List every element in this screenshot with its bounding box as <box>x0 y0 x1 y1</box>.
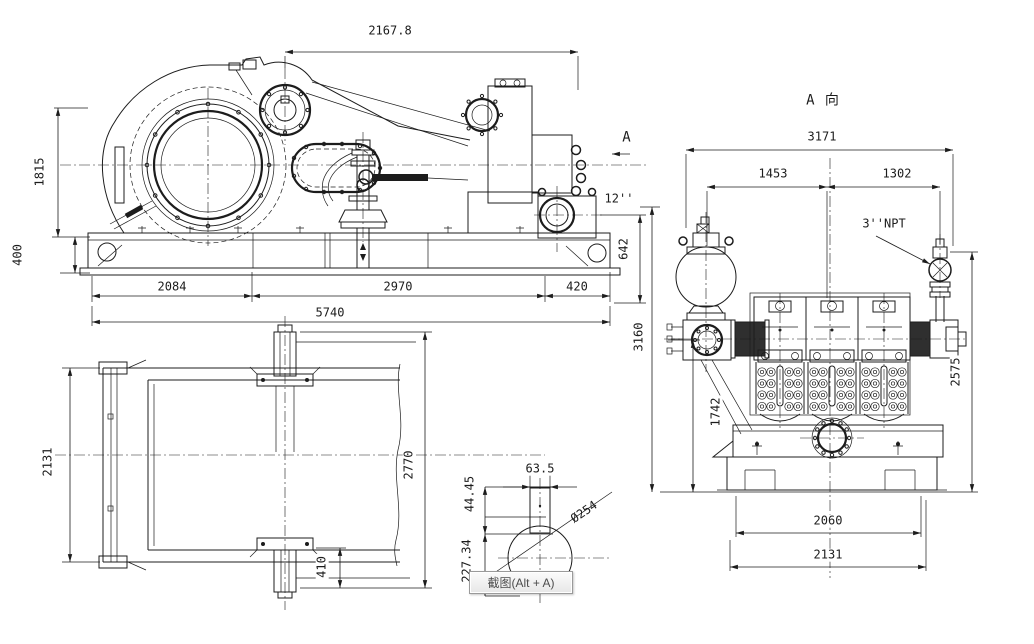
dim-overall-length: 2167.8 <box>366 23 414 38</box>
top-view-linework <box>55 316 545 610</box>
dim-height-1815: 1815 <box>32 155 47 189</box>
dim-total-5740: 5740 <box>313 305 347 320</box>
flange-bolt-dots <box>460 93 504 137</box>
view-title: A 向 <box>806 92 840 109</box>
dim-topview-2770: 2770 <box>401 448 416 482</box>
front-view-linework <box>660 158 978 578</box>
front-view-dimensions <box>640 147 978 571</box>
dim-span-1453: 1453 <box>756 166 790 181</box>
dim-seg-420: 420 <box>564 279 590 294</box>
dim-span-1302: 1302 <box>880 166 914 181</box>
dim-topview-2131: 2131 <box>40 445 55 479</box>
dim-base-2060: 2060 <box>811 513 845 528</box>
label-discharge-size: 12'' <box>604 191 634 206</box>
dim-base-2131: 2131 <box>811 547 845 562</box>
screenshot-tooltip-button[interactable]: 截图(Alt + A) <box>469 571 573 594</box>
dim-seg-2970: 2970 <box>381 279 415 294</box>
side-view-linework <box>60 56 648 276</box>
valve-module <box>805 296 859 422</box>
dim-discharge-642: 642 <box>616 236 631 262</box>
cover-bolt-dots <box>291 141 383 195</box>
dim-height-2575: 2575 <box>948 355 963 389</box>
label-npt: 3''NPT <box>862 216 906 231</box>
side-view-dimensions <box>52 49 646 326</box>
dim-width-3171: 3171 <box>805 129 839 144</box>
top-view-dimensions <box>62 331 432 589</box>
dim-detail-63-5: 63.5 <box>523 461 557 476</box>
dim-height-1742: 1742 <box>708 395 723 429</box>
dim-base-height-400: 400 <box>10 242 25 268</box>
dim-height-3160: 3160 <box>631 320 646 354</box>
dim-topview-410: 410 <box>314 554 329 580</box>
dim-seg-2084: 2084 <box>155 279 189 294</box>
section-arrow-label: A <box>622 129 632 146</box>
dim-detail-44-45: 44.45 <box>462 473 477 515</box>
